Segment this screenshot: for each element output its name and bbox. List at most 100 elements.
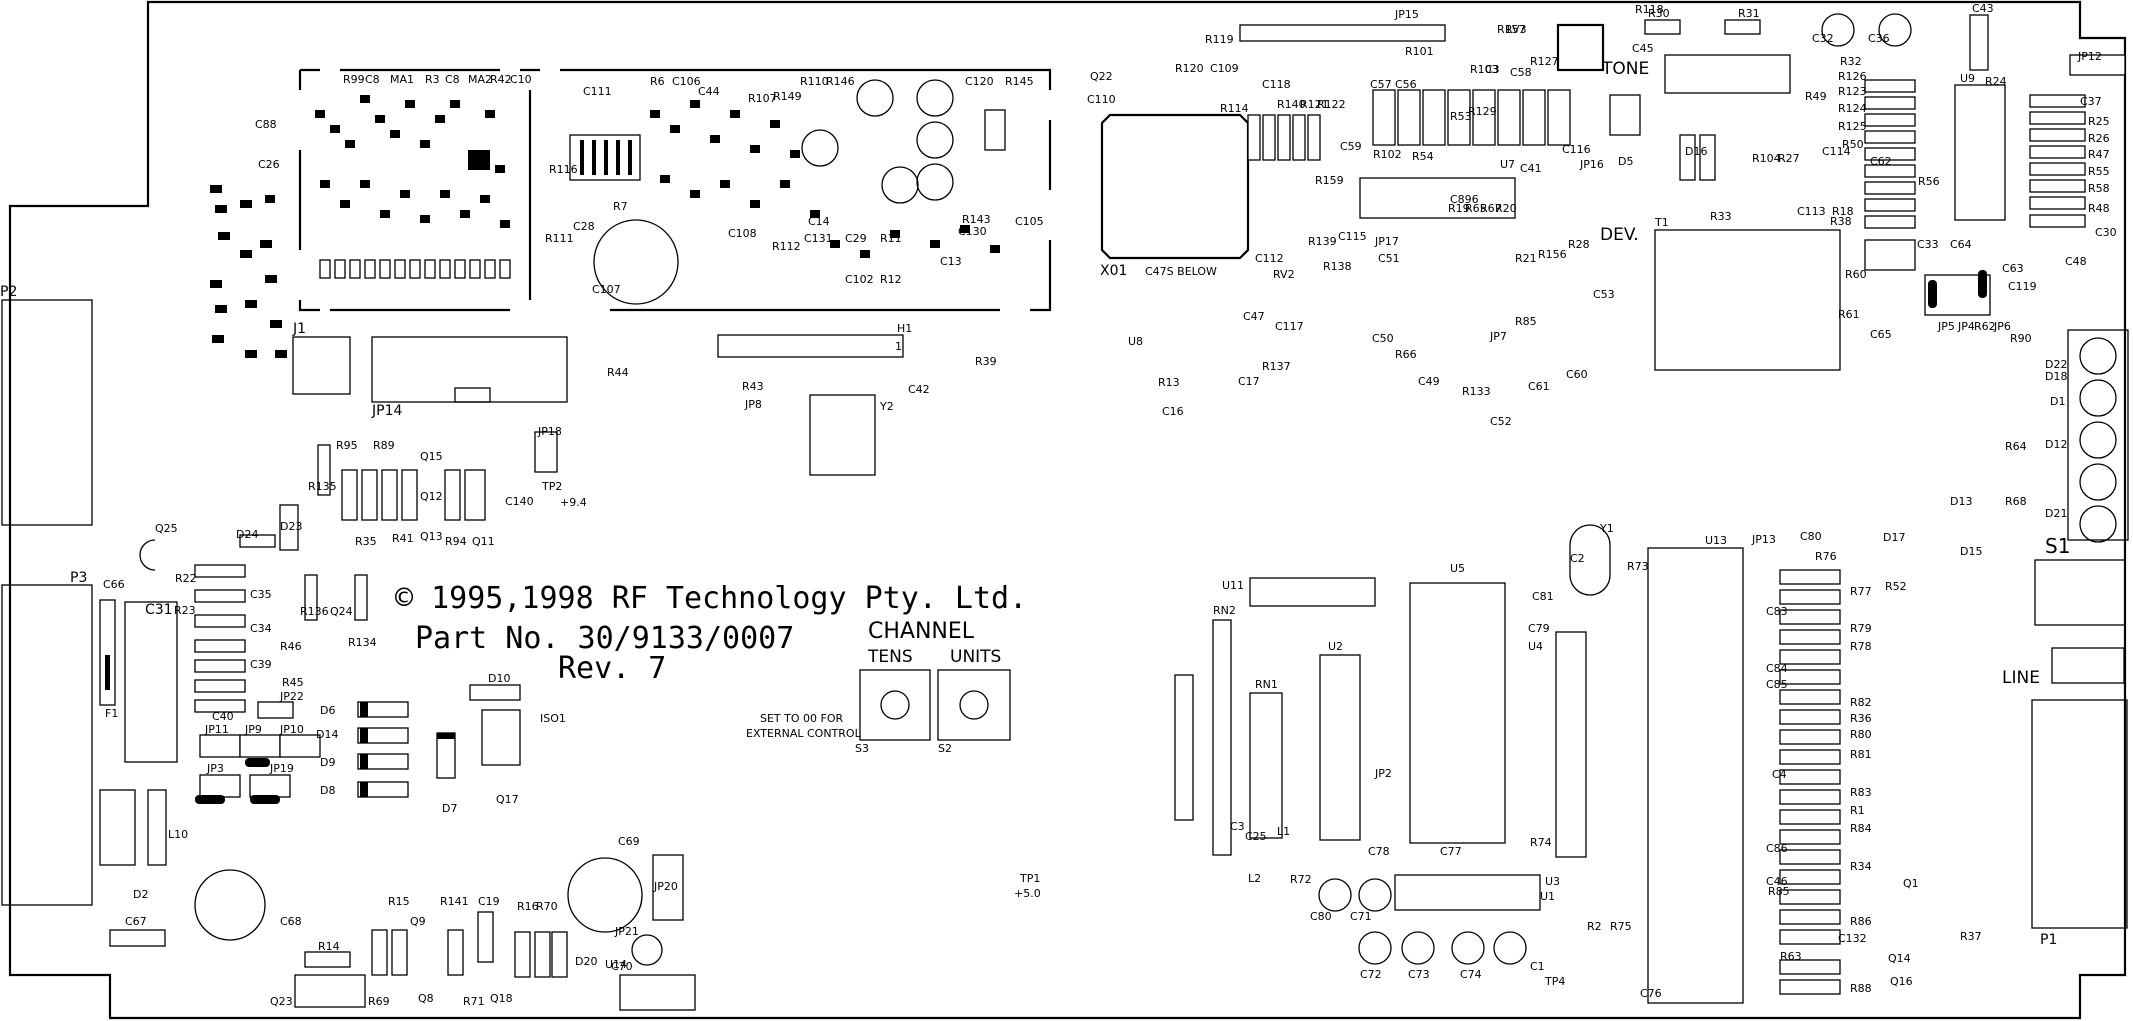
dev-pot-area: DEV. (1600, 225, 1639, 245)
connector-p3: P3 (1, 570, 93, 906)
smd-cluster-center (569, 100, 1006, 258)
svg-text:RV2: RV2 (1273, 268, 1295, 281)
svg-text:C63: C63 (2002, 262, 2024, 275)
switch-s2-units[interactable] (937, 669, 1011, 741)
svg-text:R38: R38 (1830, 215, 1852, 228)
svg-text:JP18: JP18 (537, 425, 562, 438)
svg-text:JP4: JP4 (1957, 320, 1975, 333)
led-column-d22-d21 (2067, 329, 2129, 543)
svg-text:C65: C65 (1870, 328, 1892, 341)
svg-text:Q12: Q12 (420, 490, 443, 503)
svg-text:R45: R45 (282, 676, 304, 689)
svg-text:C77: C77 (1440, 845, 1462, 858)
svg-text:C131: C131 (804, 232, 833, 245)
svg-text:Q25: Q25 (155, 522, 178, 535)
svg-text:R84: R84 (1850, 822, 1872, 835)
svg-text:Q13: Q13 (420, 530, 443, 543)
svg-text:R39: R39 (975, 355, 997, 368)
tp1-label: TP1 (1019, 872, 1040, 885)
right-lower-resistor-ladder (1779, 569, 1841, 995)
svg-text:R90: R90 (2010, 332, 2032, 345)
revision-text: Rev. 7 (558, 651, 666, 686)
caps-bottom-center (1318, 878, 1527, 965)
svg-text:C28: C28 (573, 220, 595, 233)
svg-text:C109: C109 (1210, 62, 1239, 75)
svg-text:R53: R53 (1450, 110, 1472, 123)
svg-text:S1: S1 (2045, 534, 2070, 558)
svg-text:C8: C8 (365, 73, 380, 86)
svg-text:X01: X01 (1100, 263, 1127, 279)
svg-text:U3: U3 (1545, 875, 1560, 888)
svg-text:R14: R14 (318, 940, 340, 953)
svg-text:R50: R50 (1842, 138, 1864, 151)
svg-text:C896: C896 (1450, 193, 1479, 206)
svg-text:RV3: RV3 (1505, 23, 1527, 36)
svg-text:C34: C34 (250, 622, 272, 635)
svg-text:Q1: Q1 (1903, 877, 1919, 890)
svg-text:R67: R67 (1480, 202, 1502, 215)
svg-text:D24: D24 (236, 528, 258, 541)
svg-text:D1: D1 (2050, 395, 2065, 408)
svg-text:Q14: Q14 (1888, 952, 1911, 965)
svg-text:R63: R63 (1780, 950, 1802, 963)
tp2-label: TP2 (541, 480, 562, 493)
ic-u4 (1555, 631, 1587, 858)
svg-text:R85: R85 (1768, 885, 1790, 898)
board-title-block: © 1995,1998 RF Technology Pty. Ltd. Part… (395, 581, 1027, 686)
svg-text:P1: P1 (2040, 932, 2057, 948)
svg-text:R88: R88 (1850, 982, 1872, 995)
svg-text:C13: C13 (940, 255, 962, 268)
svg-text:D22: D22 (2045, 358, 2067, 371)
svg-text:R89: R89 (373, 439, 395, 452)
svg-text:C25: C25 (1245, 830, 1267, 843)
svg-text:C80: C80 (1800, 530, 1822, 543)
svg-text:R99: R99 (343, 73, 365, 86)
copyright-text: © 1995,1998 RF Technology Pty. Ltd. (395, 581, 1027, 616)
svg-text:Q11: Q11 (472, 535, 495, 548)
svg-text:C86: C86 (1766, 842, 1788, 855)
svg-text:C70: C70 (611, 960, 633, 973)
svg-text:C119: C119 (2008, 280, 2037, 293)
svg-text:R121: R121 (1300, 98, 1329, 111)
svg-text:C46: C46 (1766, 875, 1788, 888)
svg-text:C132: C132 (1838, 932, 1867, 945)
svg-text:R140: R140 (1277, 98, 1306, 111)
svg-text:C81: C81 (1532, 590, 1554, 603)
svg-text:R62: R62 (1974, 320, 1996, 333)
ic-u5: U5 (1409, 562, 1506, 844)
svg-text:R125: R125 (1838, 120, 1867, 133)
svg-text:R7: R7 (613, 200, 628, 213)
svg-text:JP10: JP10 (279, 723, 304, 736)
svg-text:JP6: JP6 (1993, 320, 2011, 333)
crystal-y2: Y2 (809, 394, 894, 476)
board-outline (8, 0, 2127, 1020)
svg-text:D21: D21 (2045, 507, 2067, 520)
svg-text:JP5: JP5 (1937, 320, 1955, 333)
svg-text:Q22: Q22 (1090, 70, 1113, 83)
j1-jp14-area: J1 JP14 1 H1 (292, 321, 912, 419)
svg-text:D18: D18 (2045, 370, 2067, 383)
svg-text:C39: C39 (250, 658, 272, 671)
svg-text:R138: R138 (1323, 260, 1352, 273)
svg-text:MA1: MA1 (390, 73, 414, 86)
svg-text:C32: C32 (1812, 32, 1834, 45)
svg-text:R22: R22 (175, 572, 197, 585)
svg-text:C50: C50 (1372, 332, 1394, 345)
ic-u11: U11 (1222, 577, 1376, 607)
svg-text:C62: C62 (1870, 155, 1892, 168)
svg-text:C16: C16 (1162, 405, 1184, 418)
switch-s3-tens[interactable] (859, 669, 931, 741)
tp2-volts: +9.4 (560, 496, 587, 509)
svg-text:C140: C140 (505, 495, 534, 508)
svg-text:U1: U1 (1540, 890, 1555, 903)
svg-text:R33: R33 (1710, 210, 1732, 223)
svg-text:R13: R13 (1158, 376, 1180, 389)
svg-text:P3: P3 (70, 570, 87, 586)
svg-text:C76: C76 (1640, 987, 1662, 1000)
svg-text:C36: C36 (1868, 32, 1890, 45)
svg-text:R95: R95 (336, 439, 358, 452)
svg-text:R3: R3 (425, 73, 440, 86)
svg-text:C78: C78 (1368, 845, 1390, 858)
jp1-header (1174, 674, 1194, 821)
svg-text:C49: C49 (1418, 375, 1440, 388)
